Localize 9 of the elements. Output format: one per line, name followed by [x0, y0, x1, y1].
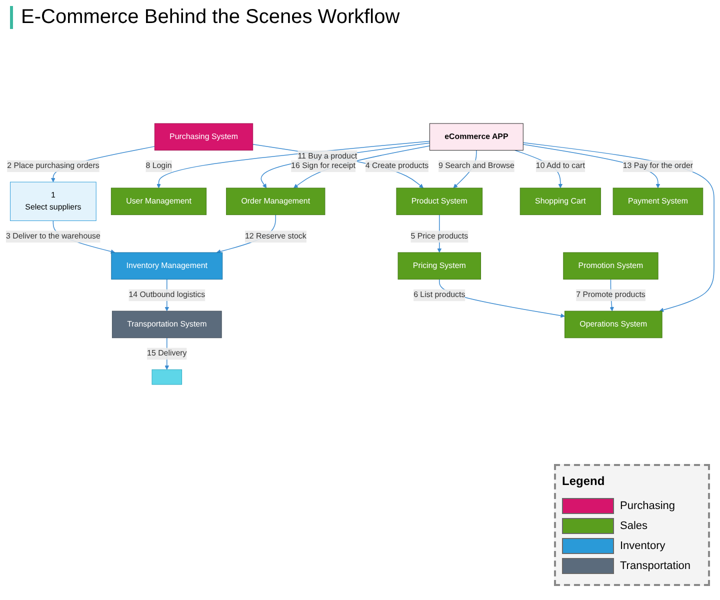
- legend-text: Transportation: [620, 560, 691, 572]
- legend-title: Legend: [562, 474, 605, 488]
- legend-text: Sales: [620, 520, 648, 532]
- arrow: [294, 145, 430, 188]
- diagram-title: E-Commerce Behind the Scenes Workflow: [10, 6, 400, 29]
- legend-text: Purchasing: [620, 500, 676, 512]
- node-box: [152, 369, 182, 385]
- legend-text: Inventory: [620, 540, 666, 552]
- arrow: [522, 144, 660, 188]
